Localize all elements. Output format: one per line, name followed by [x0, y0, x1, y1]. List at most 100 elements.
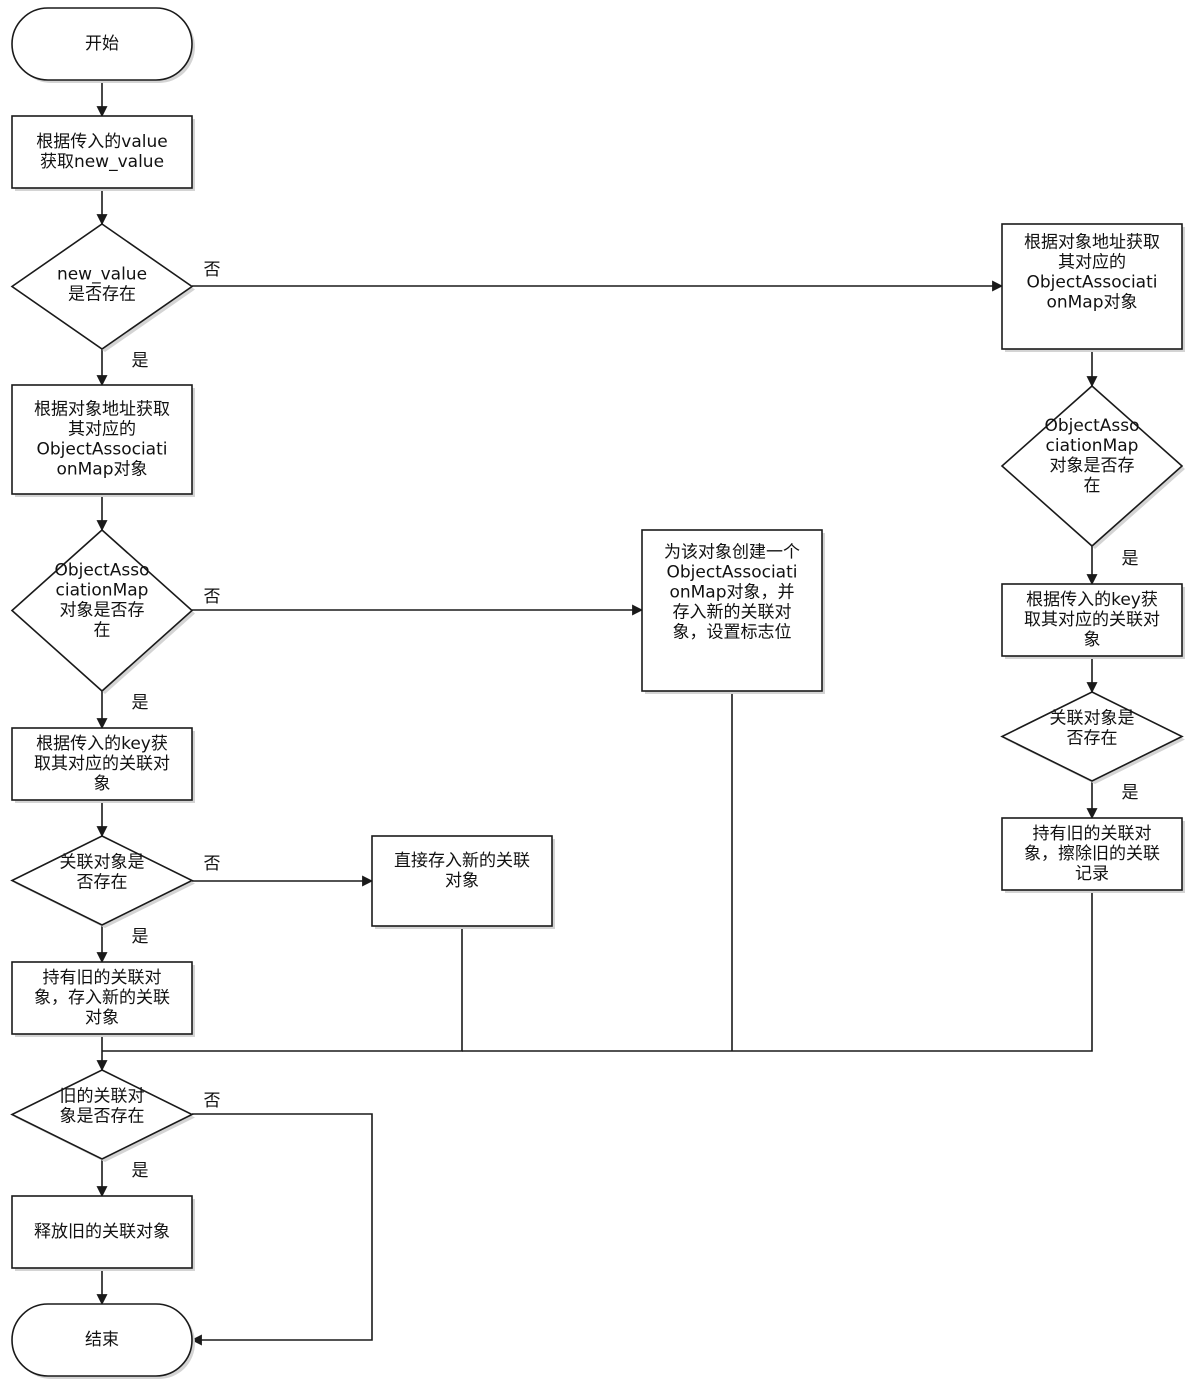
edge-label-new-value-yes: 是 [132, 351, 149, 371]
process-box [11, 1195, 193, 1269]
node-text-line: 取其对应的关联对 [34, 754, 170, 774]
node-text-line: onMap对象，并 [669, 583, 794, 603]
node-text-line: 否存在 [77, 873, 128, 893]
node-text-line: ciationMap [1046, 436, 1139, 456]
edge-label-assoc-right-yes: 是 [1122, 783, 1139, 803]
node-release-old: 释放旧的关联对象 [11, 1195, 195, 1271]
node-start: 开始 [11, 7, 195, 83]
decision-diamond [10, 528, 194, 693]
process-box [11, 727, 193, 801]
node-text-line: 象是否存在 [60, 1107, 145, 1127]
process-box [1001, 223, 1183, 350]
node-text-line: 在 [94, 621, 111, 641]
node-text-line: ObjectAsso [1044, 416, 1139, 436]
node-text-line: 持有旧的关联对 [43, 968, 162, 988]
node-text-line: 其对应的 [1058, 253, 1126, 273]
decision-diamond [10, 835, 194, 926]
node-text-line: 结束 [85, 1330, 119, 1350]
nodes: 开始根据传入的value获取new_valuenew_value是否存在根据对象… [10, 7, 1185, 1379]
node-text-line: 旧的关联对 [60, 1087, 145, 1107]
node-text-line: ciationMap [56, 581, 149, 601]
node-text-line: ObjectAssociati [667, 563, 798, 583]
node-text-line: 在 [1084, 476, 1101, 496]
node-text-line: 根据传入的key获 [1026, 590, 1158, 610]
node-text-line: 获取new_value [40, 152, 164, 172]
node-text-line: 存入新的关联对 [673, 603, 792, 623]
node-text-line: ObjectAssociati [37, 440, 168, 460]
node-text-line: ObjectAsso [54, 561, 149, 581]
node-end: 结束 [11, 1303, 195, 1379]
process-box [11, 384, 193, 495]
node-text-line: 对象是否存 [1050, 456, 1135, 476]
process-box [11, 961, 193, 1035]
node-text-line: ObjectAssociati [1027, 273, 1158, 293]
edge-label-map-left-no: 否 [204, 587, 221, 607]
node-text-line: 直接存入新的关联 [394, 851, 530, 871]
node-text-line: onMap对象 [1046, 293, 1137, 313]
process-box [641, 529, 823, 692]
node-text-line: 根据传入的key获 [36, 734, 168, 754]
node-text-line: 根据传入的value [36, 132, 167, 152]
node-text-line: 记录 [1075, 864, 1109, 884]
node-text-line: new_value [57, 265, 147, 285]
node-text-line: 关联对象是 [1050, 709, 1135, 729]
node-text-line: 根据对象地址获取 [34, 400, 170, 420]
edge-old-no [190, 1113, 373, 1346]
decision-diamond [10, 223, 194, 350]
node-text-line: 象，擦除旧的关联 [1024, 844, 1160, 864]
edge-label-old-yes: 是 [132, 1161, 149, 1181]
process-box [371, 835, 553, 927]
process-box [11, 115, 193, 189]
edge-label-assoc-left-no: 否 [204, 854, 221, 874]
edge-label-old-no: 否 [204, 1091, 221, 1111]
node-text-line: 持有旧的关联对 [1033, 824, 1152, 844]
terminal-shape [11, 7, 193, 81]
node-text-line: 关联对象是 [60, 853, 145, 873]
edge-label-assoc-left-yes: 是 [132, 927, 149, 947]
node-text-line: 开始 [85, 34, 119, 54]
edge-label-map-right-yes: 是 [1122, 549, 1139, 569]
decision-diamond [10, 1069, 194, 1160]
node-text-line: 象 [1084, 630, 1101, 650]
edges [96, 80, 1098, 1346]
edge-label-map-left-yes: 是 [132, 693, 149, 713]
decision-diamond [1000, 691, 1184, 782]
node-text-line: 是否存在 [68, 285, 136, 305]
node-text-line: 对象是否存 [60, 601, 145, 621]
terminal-shape [11, 1303, 193, 1377]
node-text-line: 对象 [445, 871, 479, 891]
edge-erase-to-merge [462, 890, 1093, 1052]
node-text-line: 其对应的 [68, 420, 136, 440]
edge-label-new-value-no: 否 [204, 260, 221, 280]
node-text-line: 象，存入新的关联 [34, 988, 170, 1008]
process-box [1001, 583, 1183, 657]
node-text-line: 对象 [85, 1008, 119, 1028]
node-text-line: 取其对应的关联对 [1024, 610, 1160, 630]
decision-diamond [1000, 384, 1184, 548]
node-text-line: 象 [94, 774, 111, 794]
node-create-map: 为该对象创建一个ObjectAssociationMap对象，并存入新的关联对象… [641, 529, 825, 694]
process-box [1001, 817, 1183, 891]
node-text-line: 否存在 [1067, 729, 1118, 749]
node-text-line: 象，设置标志位 [673, 623, 792, 643]
node-text-line: 根据对象地址获取 [1024, 233, 1160, 253]
node-text-line: onMap对象 [56, 460, 147, 480]
node-text-line: 释放旧的关联对象 [34, 1222, 170, 1242]
node-text-line: 为该对象创建一个 [664, 543, 800, 563]
